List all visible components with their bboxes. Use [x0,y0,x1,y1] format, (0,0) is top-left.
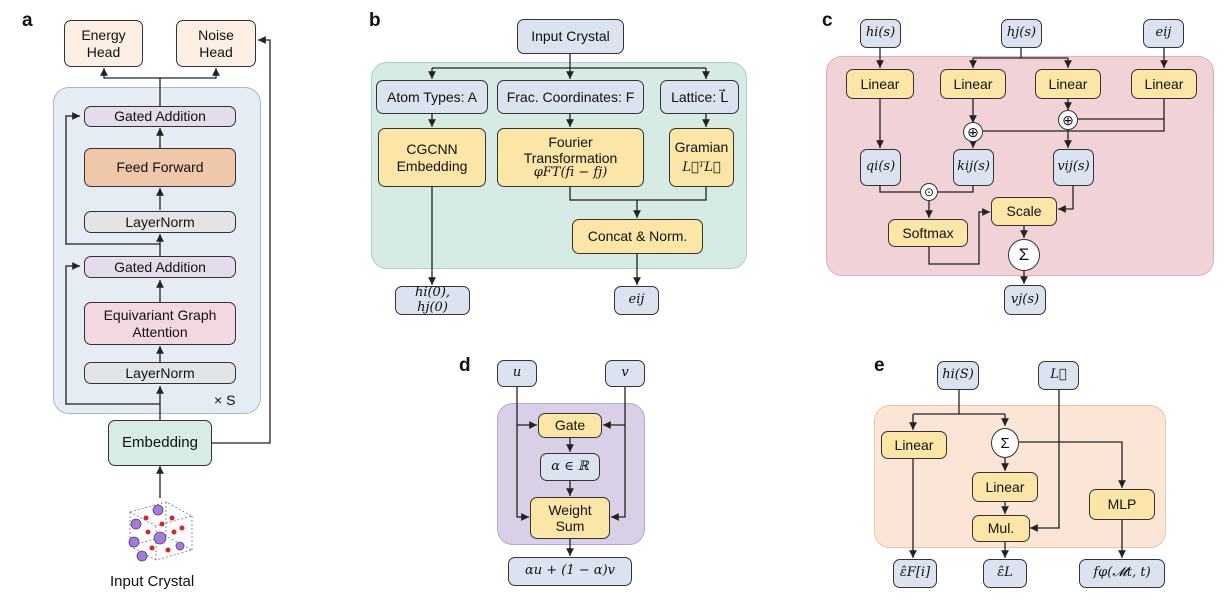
softmax-box: Softmax [888,219,968,247]
h-i-S-input-box: hi(S) [937,361,979,390]
dot-product-icon: ⊙ [920,183,938,201]
panel-label-c: c [822,10,833,31]
panel-label-e: e [874,355,885,376]
gramian-label: Gramian [674,138,729,155]
input-crystal-caption: Input Crystal [110,573,195,590]
epsilon-l-output-box: ε̂L [983,559,1027,588]
u-input-box: u [497,360,537,387]
q-box: qi(s) [860,149,901,186]
plus-k-icon: ⊕ [963,122,983,142]
gated-addition-bottom-box: Gated Addition [84,256,236,278]
f-phi-output-box: fφ(𝓜t, t) [1079,559,1165,588]
gramian-box: Gramian L⃗ᵀL⃗ [669,128,734,187]
equivariant-attention-box: Equivariant Graph Attention [84,302,236,345]
layernorm-top-box: LayerNorm [84,211,236,233]
gated-addition-top-box: Gated Addition [84,106,236,127]
repeat-s-label: × S [214,392,236,408]
noise-head-box: Noise Head [176,20,256,67]
k-box: kij(s) [953,149,994,186]
L-input-box: L⃗ [1038,361,1079,390]
energy-head-box: Energy Head [64,20,143,67]
linear-k-box: Linear [940,69,1006,99]
concat-norm-box: Concat & Norm. [572,219,703,254]
alpha-box: α ∈ ℝ [540,453,600,481]
mlp-box: MLP [1089,489,1155,520]
linear-v-box: Linear [1035,69,1101,99]
gate-box: Gate [538,413,602,438]
fourier-formula: φFT(fi − fj) [533,165,608,181]
v-box: vij(s) [1053,149,1094,186]
panel-label-b: b [369,10,381,31]
panel-a-background [53,87,261,414]
linear-middle-box: Linear [972,472,1038,502]
sum-icon: Σ [1008,239,1040,271]
output-e-box: eij [614,286,659,315]
scale-box: Scale [991,197,1057,226]
sum-icon: Σ [991,428,1019,458]
mul-box: Mul. [972,515,1030,542]
panel-label-a: a [22,10,33,31]
v-j-output-box: vj(s) [1004,285,1046,315]
layernorm-bottom-box: LayerNorm [84,362,236,384]
feed-forward-box: Feed Forward [84,148,236,187]
epsilon-f-output-box: ε̂F[i] [893,559,937,588]
cgcnn-embedding-box: CGCNN Embedding [378,128,486,187]
e-ij-input-box: eij [1143,19,1184,48]
lattice-box: Lattice: L⃗ [660,80,739,114]
fourier-label: Fourier Transformation [523,133,618,167]
h-j-input-box: hj(s) [1001,19,1042,48]
atom-types-box: Atom Types: A [376,80,488,114]
crystal-structure-icon [128,501,194,562]
linear-q-box: Linear [846,69,914,99]
frac-coordinates-box: Frac. Coordinates: F [497,80,644,114]
v-input-box: v [605,360,645,387]
gramian-formula: L⃗ᵀL⃗ [682,160,721,176]
output-h-box: hi(0), hj(0) [395,285,470,315]
embedding-box: Embedding [108,420,212,466]
h-i-input-box: hi(s) [860,19,901,48]
plus-v-icon: ⊕ [1058,110,1078,130]
input-crystal-box: Input Crystal [517,19,624,54]
linear-left-box: Linear [881,431,947,459]
output-mix-box: αu + (1 − α)v [508,557,632,586]
panel-label-d: d [459,355,471,376]
weight-sum-box: Weight Sum [530,497,610,539]
linear-e-box: Linear [1131,69,1197,99]
fourier-transformation-box: Fourier Transformation φFT(fi − fj) [497,128,644,187]
